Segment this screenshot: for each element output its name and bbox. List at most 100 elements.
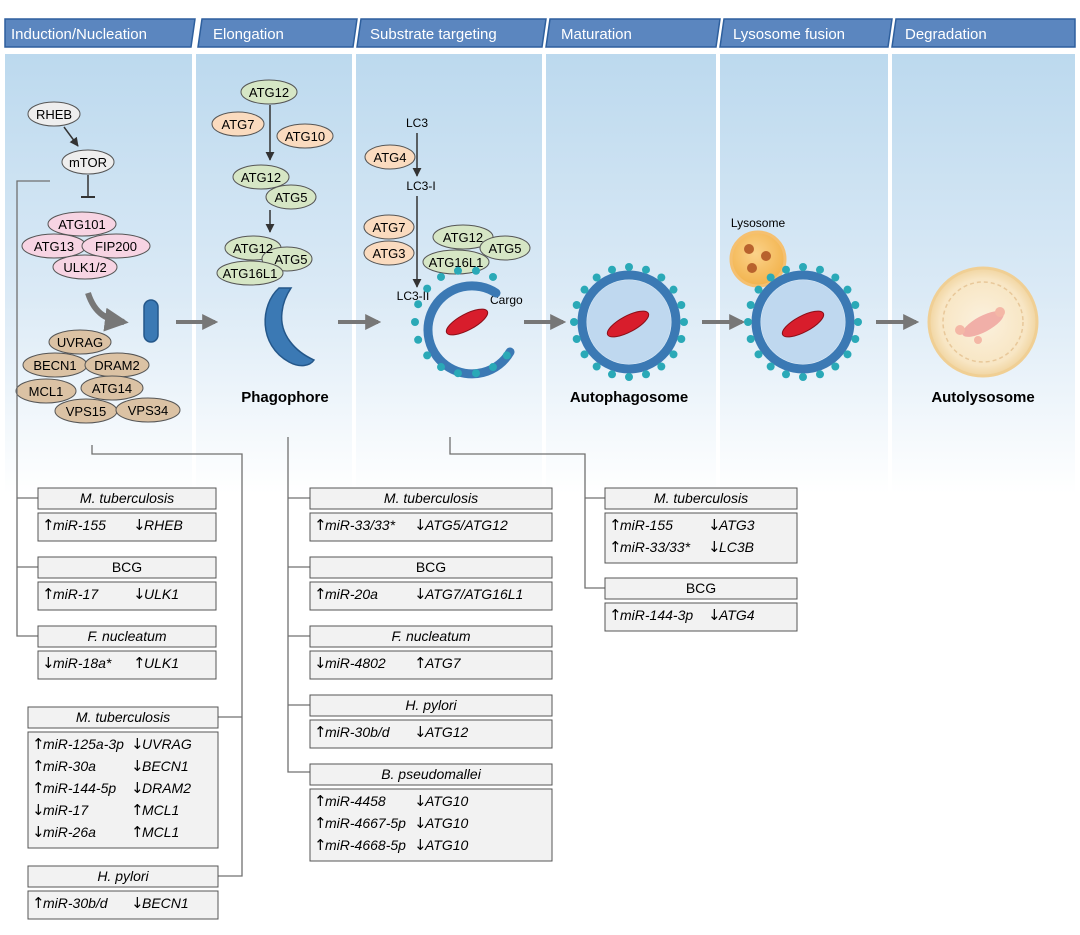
pathogen-name: M. tuberculosis [80,490,174,506]
down-arrow-icon: ↓ [708,606,721,624]
mirna-name: miR-17 [53,586,99,602]
mirna-box: BCG ↑miR-20a↓ATG7/ATG16L1 [309,556,553,611]
pathogen-name: M. tuberculosis [384,490,478,506]
mirna-row: ↑miR-33/33*↓LC3B [609,538,754,556]
target-gene: BECN1 [142,758,189,774]
node-atg7-elong-label: ATG7 [222,117,255,132]
enzyme [744,244,754,254]
membrane-dot [489,363,497,372]
mirna-row: ↑miR-4668-5p↓ATG10 [314,836,469,854]
node-atg16l1-target-label: ATG16L1 [429,255,484,270]
membrane-dot [572,334,581,343]
pathogen-name: H. pylori [97,868,149,884]
stage-label-degradation: Degradation [905,26,987,43]
stage-label-targeting: Substrate targeting [370,26,497,43]
up-arrow-icon: ↑ [414,654,427,672]
membrane-dot [570,318,578,326]
target-gene: RHEB [144,517,183,533]
up-arrow-icon: ↑ [131,823,144,841]
membrane-dot [815,265,824,274]
membrane-dot [851,301,860,310]
down-arrow-icon: ↓ [32,823,45,841]
membrane-dot [657,362,666,371]
mirna-row: ↑miR-33/33*↓ATG5/ATG12 [314,516,508,534]
pathogen-name: H. pylori [405,697,457,713]
mirna-name: miR-33/33* [620,539,691,555]
pathogen-name: BCG [416,559,446,575]
mirna-row: ↑miR-20a↓ATG7/ATG16L1 [314,585,523,603]
membrane-dot [754,350,763,359]
down-arrow-icon: ↓ [131,757,144,775]
membrane-dot [843,285,852,294]
membrane-dot [625,373,633,381]
mirna-name: miR-155 [53,517,106,533]
stage-tab-1 [197,18,358,48]
mirna-box: BCG↑miR-144-3p↓ATG4 [604,577,798,632]
target-gene: ATG10 [424,837,469,853]
mirna-box: M. tuberculosis↑miR-155↓RHEB [37,487,217,542]
cargo-maturation [606,310,650,338]
mirna-box-header [27,706,219,729]
maturation-structure: Autophagosome [570,263,688,406]
mirna-row: ↓miR-18a*↑ULK1 [42,654,179,672]
mirna-boxes: M. tuberculosis↑miR-155↓RHEBBCG↑miR-17↓U… [27,487,798,920]
node-uvrag [48,329,112,355]
mirna-box-header [37,556,217,579]
node-atg5-mid-label: ATG5 [275,190,308,205]
membrane-dots-fusion [744,263,862,381]
node-atg4-label: ATG4 [374,150,407,165]
node-ulk [52,254,118,280]
target-gene: ATG3 [718,517,755,533]
membrane-dot [766,273,775,282]
node-atg7-target-label: ATG7 [373,220,406,235]
membrane-dot [572,301,581,310]
node-atg7-target [363,214,415,240]
lysosome-enzymes [744,244,771,273]
mirna-row: ↑miR-144-3p↓ATG4 [609,606,755,624]
down-arrow-icon: ↓ [133,585,146,603]
node-atg10-label: ATG10 [285,129,325,144]
membrane-dot [843,350,852,359]
down-arrow-icon: ↓ [131,735,144,753]
node-fip200-label: FIP200 [95,239,137,254]
mirna-box-body [309,581,553,611]
up-arrow-icon: ↑ [609,606,622,624]
stage-tab-2 [356,18,547,48]
node-atg12-bot-label: ATG12 [233,241,273,256]
pathogen-name: BCG [112,559,142,575]
node-atg13-label: ATG13 [34,239,74,254]
membrane-dot [669,285,678,294]
membrane-dot [746,334,755,343]
mirna-box-header [604,487,798,510]
phagophore-shape [264,287,316,367]
mirna-name: miR-17 [43,802,89,818]
up-arrow-icon: ↑ [314,836,327,854]
target-gene: MCL1 [142,824,179,840]
down-arrow-icon: ↓ [32,801,45,819]
membrane-dot [608,370,617,379]
mirna-name: miR-30a [43,758,96,774]
mirna-box: M. tuberculosis ↑miR-33/33*↓ATG5/ATG12 [309,487,553,542]
stage-label-maturation: Maturation [561,26,632,43]
membrane-dot [782,370,791,379]
stage-tab-4 [719,18,893,48]
node-ulk-label: ULK1/2 [63,260,106,275]
mirna-box: B. pseudomallei↑miR-4458↓ATG10↑miR-4667-… [309,763,553,862]
down-arrow-icon: ↓ [414,516,427,534]
stage-tab-3 [545,18,721,48]
stage-header: Induction/Nucleation Elongation Substrat… [4,18,1076,48]
mirna-box-body [27,890,219,920]
mirna-row: ↑miR-17↓ULK1 [42,585,179,603]
membrane-dot [580,285,589,294]
target-gene: ATG5/ATG12 [424,517,508,533]
mirna-name: miR-125a-3p [43,736,124,752]
autophagosome-label: Autophagosome [570,389,688,406]
membrane-dots-open [411,266,511,378]
node-atg5-target-label: ATG5 [489,241,522,256]
membrane-dot [641,265,650,274]
up-arrow-icon: ↑ [314,723,327,741]
up-arrow-icon: ↑ [314,814,327,832]
node-atg7-elong [211,111,265,137]
fusion-structure: Lysosome [729,216,862,381]
degraded-dot [995,307,1005,317]
